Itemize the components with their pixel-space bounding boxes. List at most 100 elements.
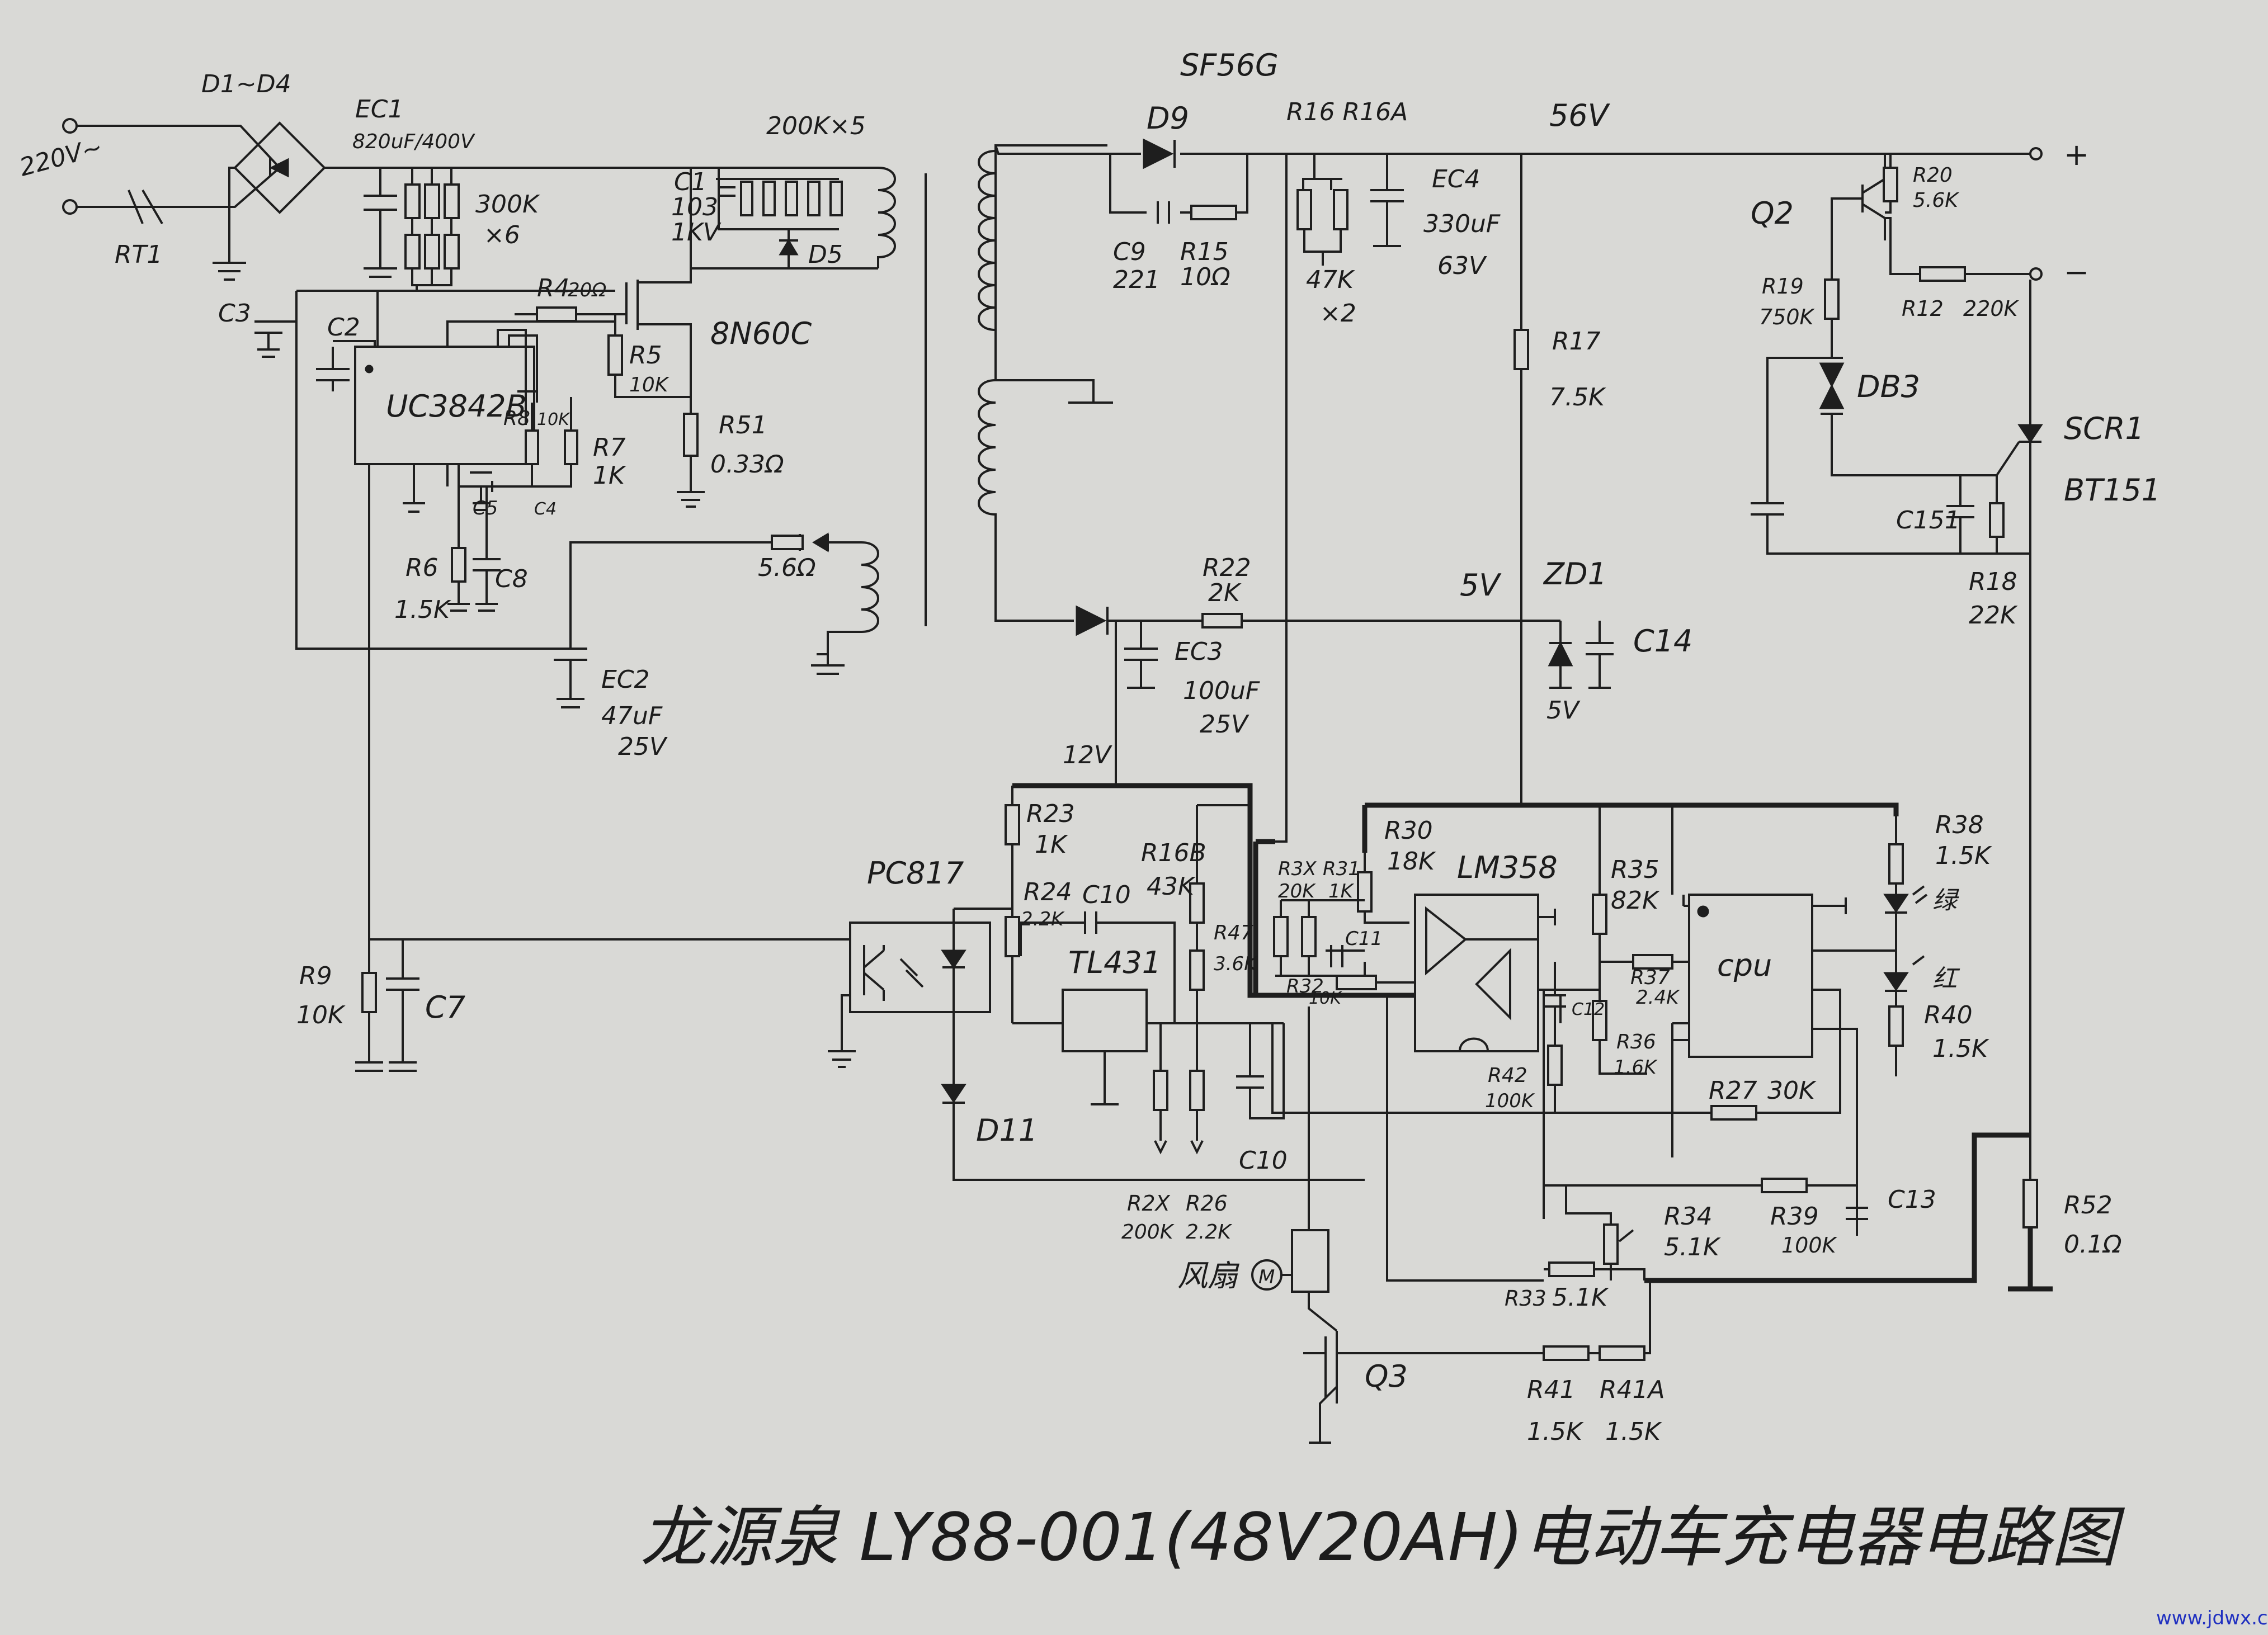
label-r16b: R16B bbox=[1141, 839, 1206, 867]
label-r19: R19 bbox=[1762, 274, 1804, 299]
label-r16b-val: 43K bbox=[1147, 872, 1196, 901]
label-r36-val: 1.6K bbox=[1614, 1056, 1658, 1079]
label-lm358: LM358 bbox=[1457, 850, 1558, 885]
label-r47: R47 bbox=[1214, 922, 1253, 944]
label-r40: R40 bbox=[1924, 1001, 1973, 1029]
label-q3: Q3 bbox=[1365, 1359, 1408, 1394]
label-r35-val: 82K bbox=[1611, 886, 1660, 915]
label-c7: C7 bbox=[425, 990, 465, 1025]
label-c10a: C10 bbox=[1082, 881, 1131, 909]
label-q1: 8N60C bbox=[710, 316, 812, 351]
label-r39: R39 bbox=[1770, 1202, 1819, 1231]
label-r39-val: 100K bbox=[1781, 1233, 1838, 1258]
label-r40-val: 1.5K bbox=[1932, 1034, 1989, 1063]
label-r37: R37 bbox=[1630, 966, 1670, 989]
label-c10b: C10 bbox=[1239, 1146, 1288, 1175]
label-fan: 风扇 bbox=[1177, 1258, 1240, 1293]
label-sf: SF56G bbox=[1180, 48, 1279, 83]
secondary-wiring bbox=[828, 138, 2053, 1444]
label-r15: R15 bbox=[1180, 238, 1229, 266]
label-r12-val: 220K bbox=[1963, 296, 2020, 321]
label-c13: C13 bbox=[1888, 1185, 1936, 1214]
label-r31-val: 1K bbox=[1328, 880, 1355, 902]
label-v5: 5V bbox=[1460, 568, 1502, 603]
label-r24-val: 2.2K bbox=[1021, 908, 1065, 930]
label-r22-val: 2K bbox=[1208, 579, 1242, 607]
label-r23-val: 1K bbox=[1035, 830, 1068, 859]
label-pc817: PC817 bbox=[867, 856, 964, 891]
label-ec3-v: 25V bbox=[1200, 710, 1249, 739]
label-r52: R52 bbox=[2064, 1191, 2113, 1220]
label-c5: C5 bbox=[473, 497, 498, 519]
label-r5: R5 bbox=[629, 341, 662, 370]
label-r12: R12 bbox=[1902, 296, 1944, 321]
label-ac-in: 220V~ bbox=[17, 133, 106, 182]
label-c12: C12 bbox=[1572, 1000, 1605, 1019]
label-r26: R26 bbox=[1186, 1191, 1228, 1216]
label-r8: R8 bbox=[503, 407, 530, 430]
label-r20-val: 5.6K bbox=[1913, 189, 1959, 212]
label-r42-val: 100K bbox=[1485, 1090, 1535, 1112]
label-c11: C11 bbox=[1345, 928, 1383, 950]
label-r38: R38 bbox=[1935, 811, 1984, 839]
label-r2x: R2X bbox=[1127, 1191, 1171, 1216]
label-r31: R31 bbox=[1323, 858, 1360, 880]
label-r18: R18 bbox=[1969, 568, 2017, 596]
label-r41a: R41A bbox=[1600, 1376, 1665, 1404]
label-r18-val: 22K bbox=[1969, 601, 2018, 630]
label-c4: C4 bbox=[534, 499, 557, 519]
label-motor: M bbox=[1258, 1266, 1275, 1288]
label-r51-val: 0.33Ω bbox=[710, 450, 784, 479]
label-ec4-val: 330uF bbox=[1423, 210, 1501, 238]
label-led-r: 红 bbox=[1932, 965, 1960, 993]
label-r17: R17 bbox=[1552, 327, 1601, 356]
label-r16: R16 R16A bbox=[1286, 98, 1408, 126]
label-q2: Q2 bbox=[1751, 196, 1794, 231]
label-cpu: cpu bbox=[1717, 948, 1772, 983]
diagram-title: 龙源泉 LY88-001(48V20AH)电动车充电器电路图 bbox=[640, 1499, 2125, 1576]
label-r34: R34 bbox=[1664, 1202, 1713, 1231]
label-r16-n: ×2 bbox=[1320, 299, 1356, 328]
label-r19-val: 750K bbox=[1759, 305, 1816, 329]
label-r22: R22 bbox=[1203, 554, 1251, 582]
label-r30: R30 bbox=[1384, 816, 1433, 845]
label-r300k: 300K bbox=[475, 190, 540, 219]
label-scr1: SCR1 bbox=[2064, 411, 2144, 446]
label-r38-val: 1.5K bbox=[1935, 842, 1992, 870]
label-c151: C151 bbox=[1896, 506, 1960, 535]
label-r6-val: 1.5K bbox=[394, 596, 451, 624]
label-db3: DB3 bbox=[1857, 369, 1920, 404]
label-ec3-val: 100uF bbox=[1183, 677, 1260, 705]
label-r52-val: 0.1Ω bbox=[2064, 1230, 2122, 1259]
label-r27: R27 bbox=[1709, 1076, 1757, 1105]
label-r51: R51 bbox=[719, 411, 767, 440]
label-r56: 5.6Ω bbox=[758, 554, 816, 582]
label-d11: D11 bbox=[976, 1113, 1038, 1148]
label-r15-val: 10Ω bbox=[1180, 263, 1230, 291]
label-r35: R35 bbox=[1611, 856, 1659, 884]
label-c9: C9 bbox=[1113, 238, 1146, 266]
label-r17-val: 7.5K bbox=[1549, 383, 1606, 412]
label-r200k: 200K×5 bbox=[766, 112, 866, 140]
label-ec2-val: 47uF bbox=[601, 702, 663, 730]
label-d5: D5 bbox=[808, 240, 843, 269]
label-ec1: EC1 bbox=[355, 95, 404, 124]
watermark: www.jdwx.cn bbox=[2156, 1607, 2268, 1629]
label-c1-val: 103 bbox=[671, 193, 718, 221]
label-ec2-v: 25V bbox=[618, 733, 668, 761]
label-d1d4: D1~D4 bbox=[201, 70, 291, 98]
label-ec2: EC2 bbox=[601, 665, 650, 694]
label-r33: R33 bbox=[1505, 1286, 1546, 1311]
label-r4: R4 bbox=[537, 274, 570, 303]
label-v56: 56V bbox=[1549, 98, 1611, 133]
label-ec4: EC4 bbox=[1432, 165, 1480, 193]
label-r42: R42 bbox=[1488, 1064, 1527, 1087]
label-c1-v: 1KV bbox=[671, 218, 722, 247]
label-c2: C2 bbox=[327, 313, 360, 342]
label-r41a-val: 1.5K bbox=[1605, 1417, 1662, 1446]
label-v12: 12V bbox=[1063, 741, 1112, 769]
label-r24: R24 bbox=[1024, 878, 1072, 906]
label-r23: R23 bbox=[1026, 800, 1075, 828]
